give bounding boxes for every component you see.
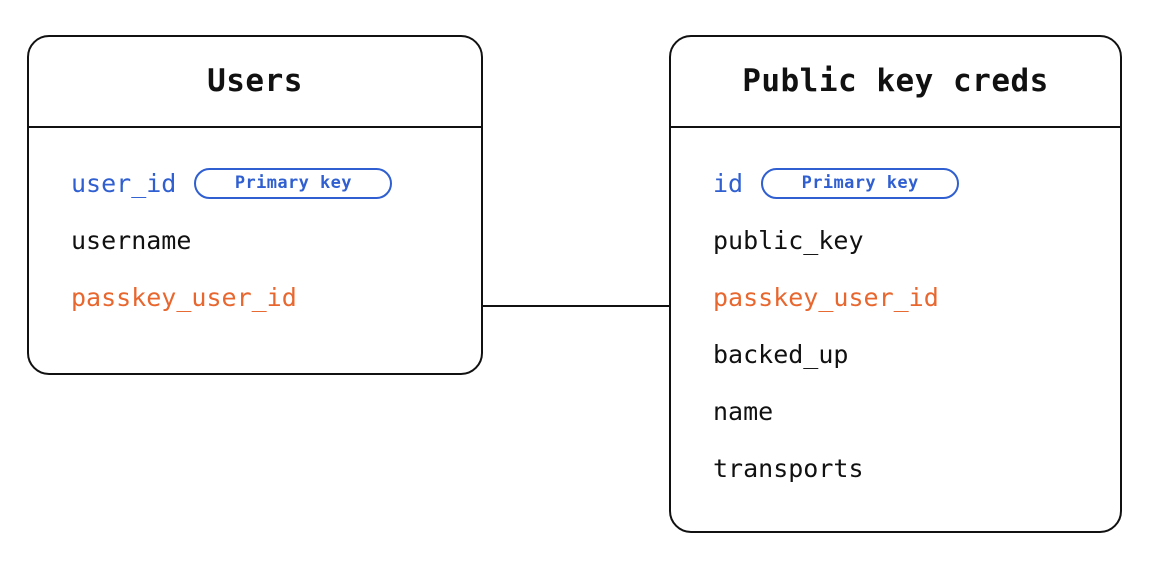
relationship-connector-line: [483, 305, 669, 307]
entity-users-header: Users: [29, 37, 481, 128]
entity-public-key-creds[interactable]: Public key creds id Primary key public_k…: [669, 35, 1122, 533]
field-name-backed-up: backed_up: [713, 340, 849, 369]
field-row[interactable]: passkey_user_id: [29, 269, 481, 326]
entity-public-key-creds-title: Public key creds: [742, 63, 1049, 99]
field-name-passkey-user-id: passkey_user_id: [71, 283, 297, 312]
field-row[interactable]: transports: [671, 440, 1120, 497]
field-name-transports: transports: [713, 454, 864, 483]
entity-users-field-list: user_id Primary key username passkey_use…: [29, 128, 481, 326]
field-name-user-id: user_id: [71, 169, 177, 198]
field-row[interactable]: name: [671, 383, 1120, 440]
field-name-id: id: [713, 169, 744, 198]
field-name-passkey-user-id: passkey_user_id: [713, 283, 939, 312]
entity-users[interactable]: Users user_id Primary key username passk…: [27, 35, 483, 375]
field-row[interactable]: id Primary key: [671, 155, 1120, 212]
entity-users-title: Users: [207, 63, 303, 99]
field-row[interactable]: user_id Primary key: [29, 155, 481, 212]
field-name-public-key: public_key: [713, 226, 864, 255]
entity-public-key-creds-field-list: id Primary key public_key passkey_user_i…: [671, 128, 1120, 497]
field-row[interactable]: public_key: [671, 212, 1120, 269]
field-name-name: name: [713, 397, 774, 426]
field-row[interactable]: backed_up: [671, 326, 1120, 383]
primary-key-badge: Primary key: [761, 168, 960, 199]
field-row[interactable]: username: [29, 212, 481, 269]
field-row[interactable]: passkey_user_id: [671, 269, 1120, 326]
primary-key-badge: Primary key: [194, 168, 393, 199]
entity-public-key-creds-header: Public key creds: [671, 37, 1120, 128]
field-name-username: username: [71, 226, 192, 255]
